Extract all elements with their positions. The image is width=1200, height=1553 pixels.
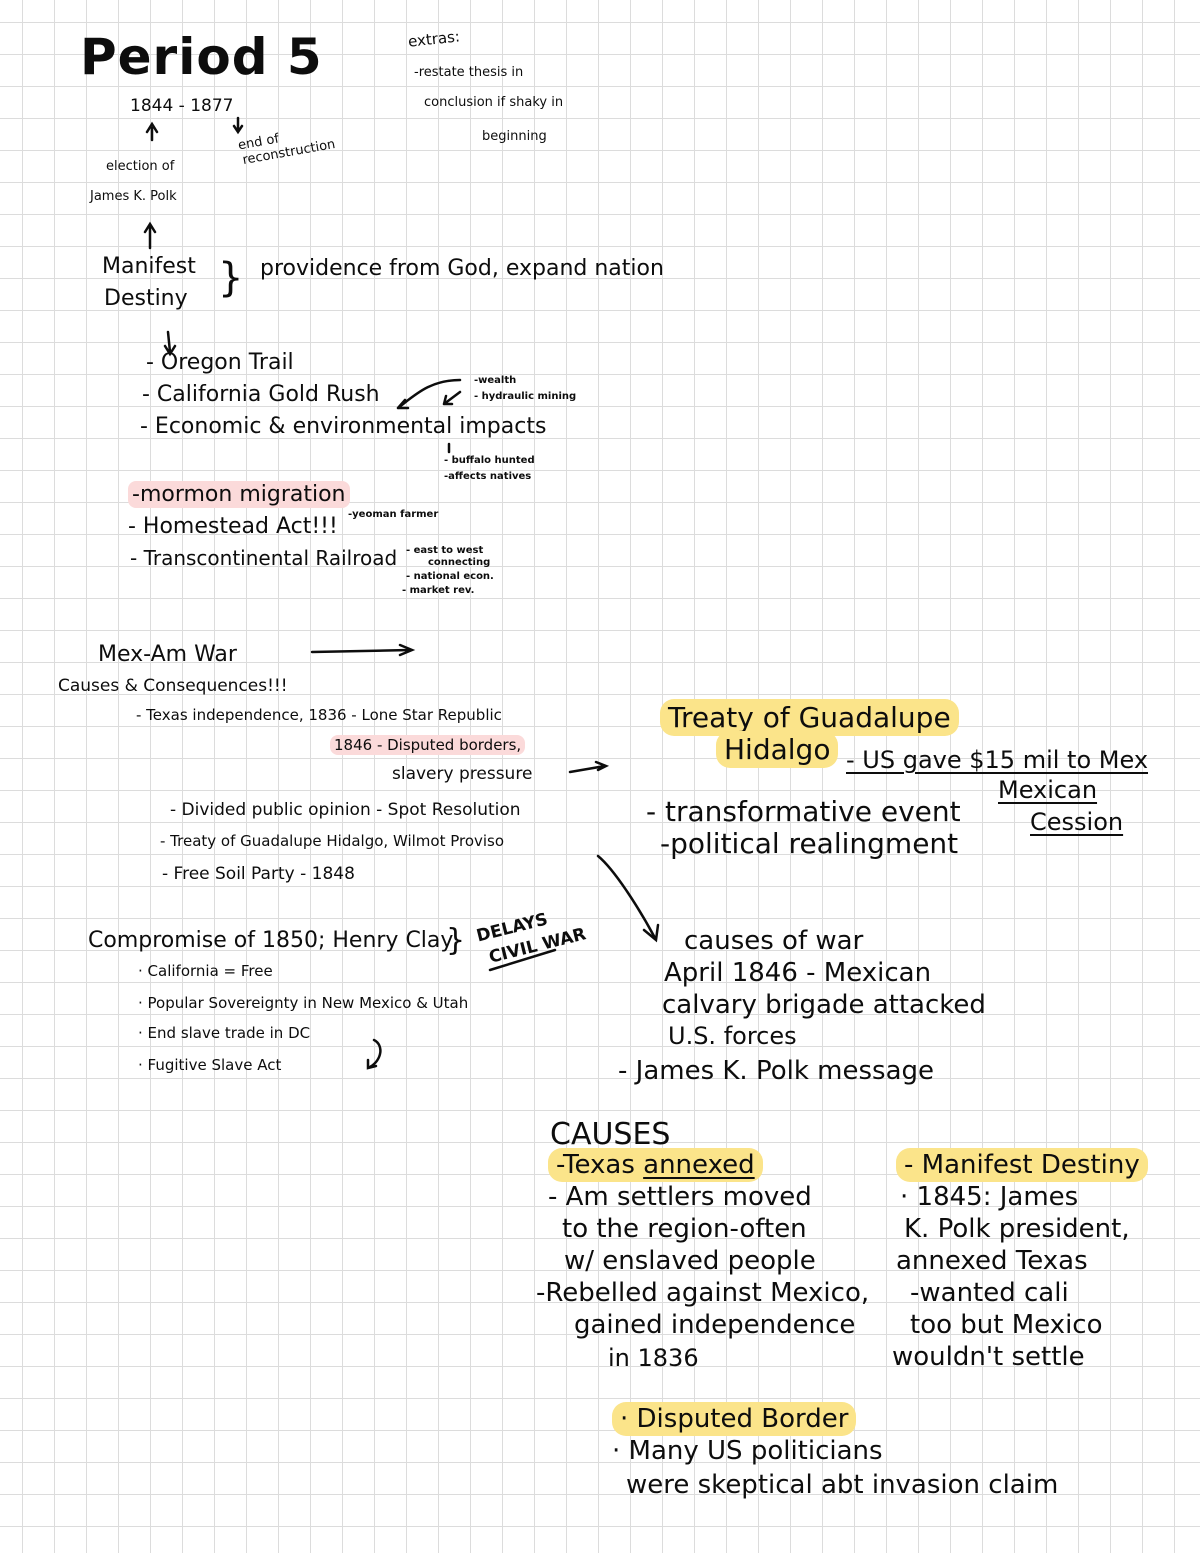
causes-of-war-line: - James K. Polk message [618, 1056, 935, 1086]
mexican-cession-line2: Cession [1030, 808, 1124, 836]
compromise-item-text: Popular Sovereignty in New Mexico & Utah [147, 994, 469, 1012]
treaty-note: - transformative event [646, 795, 961, 828]
mex-am-heading: Mex-Am War [98, 642, 237, 667]
mex-am-item: - Texas independence, 1836 - Lone Star R… [136, 706, 502, 724]
texas-annexed-underlined: annexed [643, 1150, 755, 1180]
mex-am-item: 1846 - Disputed borders, [330, 735, 526, 755]
treaty-title-line1: Treaty of Guadalupe [660, 699, 959, 736]
manifest-cause-line: K. Polk president, [904, 1214, 1130, 1244]
texas-line: gained independence [574, 1310, 856, 1340]
homestead-note: -yeoman farmer [348, 509, 439, 520]
start-note-line1: election of [106, 159, 175, 174]
date-range: 1844 - 1877 [130, 96, 234, 116]
texas-line: -Rebelled against Mexico, [536, 1278, 870, 1308]
manifest-destiny-highlight: - Manifest Destiny [896, 1148, 1148, 1182]
compromise-item: · California = Free [138, 962, 273, 980]
mex-am-item: - Free Soil Party - 1848 [162, 864, 355, 884]
md-item2: -mormon migration [128, 481, 350, 508]
manifest-definition: providence from God, expand nation [260, 256, 664, 281]
texas-line: - Am settlers moved [548, 1182, 812, 1212]
md-item: - Economic & environmental impacts [140, 414, 547, 439]
mex-am-item: - Treaty of Guadalupe Hidalgo, Wilmot Pr… [160, 832, 505, 850]
treaty-note: -political realingment [660, 827, 959, 860]
texas-annexed-prefix: -Texas [556, 1150, 644, 1180]
manifest-cause-line: wouldn't settle [892, 1342, 1085, 1372]
compromise-item: · Fugitive Slave Act [138, 1056, 282, 1074]
page-title: Period 5 [80, 28, 323, 86]
mex-am-item: slavery pressure [392, 764, 533, 784]
causes-of-war-line: calvary brigade attacked [662, 990, 986, 1020]
disputed-border-title: · Disputed Border [612, 1402, 857, 1436]
treaty-payment: - US gave $15 mil to Mex [846, 746, 1149, 774]
texas-line: in 1836 [608, 1344, 699, 1372]
railroad-note: - national econ. [406, 571, 494, 582]
mex-am-item: - Divided public opinion - Spot Resoluti… [170, 800, 521, 820]
impacts-note: -affects natives [444, 471, 532, 482]
manifest-cause-line: -wanted cali [910, 1278, 1069, 1308]
brace-icon: } [218, 255, 244, 301]
compromise-item-text: Fugitive Slave Act [147, 1056, 282, 1074]
disputed-border-highlight: · Disputed Border [612, 1402, 857, 1436]
extras-line: -restate thesis in [414, 65, 524, 80]
texas-line: w/ enslaved people [564, 1246, 816, 1276]
compromise-item: · Popular Sovereignty in New Mexico & Ut… [138, 994, 469, 1012]
compromise-heading: Compromise of 1850; Henry Clay [88, 928, 454, 953]
railroad-note: - east to west [406, 545, 484, 556]
extras-line: conclusion if shaky in [424, 95, 564, 110]
causes-of-war-line: U.S. forces [668, 1022, 797, 1050]
causes-of-war-line: April 1846 - Mexican [664, 958, 932, 988]
railroad-note: connecting [428, 557, 491, 568]
texas-annexed-title: -Texas annexed [548, 1148, 763, 1182]
compromise-item-text: California = Free [147, 962, 273, 980]
causes-of-war-heading: causes of war [684, 926, 864, 956]
disputed-border-line: · Many US politicians [612, 1436, 883, 1466]
treaty-title-highlight: Hidalgo [716, 731, 839, 768]
mexican-cession-line1: Mexican [998, 776, 1098, 804]
extras-line: beginning [482, 129, 547, 144]
mormon-migration-highlight: -mormon migration [128, 481, 350, 508]
impacts-note: - buffalo hunted [444, 455, 535, 466]
start-note-line2: James K. Polk [90, 189, 177, 204]
md-item: - Oregon Trail [146, 350, 294, 375]
mex-am-subheading: Causes & Consequences!!! [58, 676, 288, 696]
manifest-term-line1: Manifest [102, 254, 196, 279]
manifest-term-line2: Destiny [104, 286, 188, 311]
manifest-cause-line: · 1845: James [900, 1182, 1079, 1212]
gold-rush-note: - hydraulic mining [474, 391, 577, 402]
manifest-cause-line: too but Mexico [910, 1310, 1103, 1340]
texas-line: to the region-often [562, 1214, 807, 1244]
md-item: - California Gold Rush [142, 382, 380, 407]
manifest-cause-line: annexed Texas [896, 1246, 1088, 1276]
treaty-title-line2: Hidalgo [716, 731, 839, 768]
disputed-borders-text: 1846 - Disputed borders, [330, 735, 526, 755]
causes-heading: CAUSES [550, 1117, 671, 1152]
texas-annexed-highlight: -Texas annexed [548, 1148, 763, 1182]
railroad-note: - market rev. [402, 585, 475, 596]
brace-icon: } [446, 923, 466, 958]
extras-label: extras: [407, 27, 461, 51]
md-item2: - Homestead Act!!! [128, 514, 338, 539]
disputed-border-line: were skeptical abt invasion claim [626, 1470, 1059, 1500]
manifest-destiny-cause-title: - Manifest Destiny [896, 1148, 1148, 1182]
md-item2: - Transcontinental Railroad [130, 546, 398, 570]
compromise-item: · End slave trade in DC [138, 1024, 311, 1042]
gold-rush-note: -wealth [474, 375, 517, 386]
treaty-title-highlight: Treaty of Guadalupe [660, 699, 959, 736]
compromise-item-text: End slave trade in DC [147, 1024, 311, 1042]
